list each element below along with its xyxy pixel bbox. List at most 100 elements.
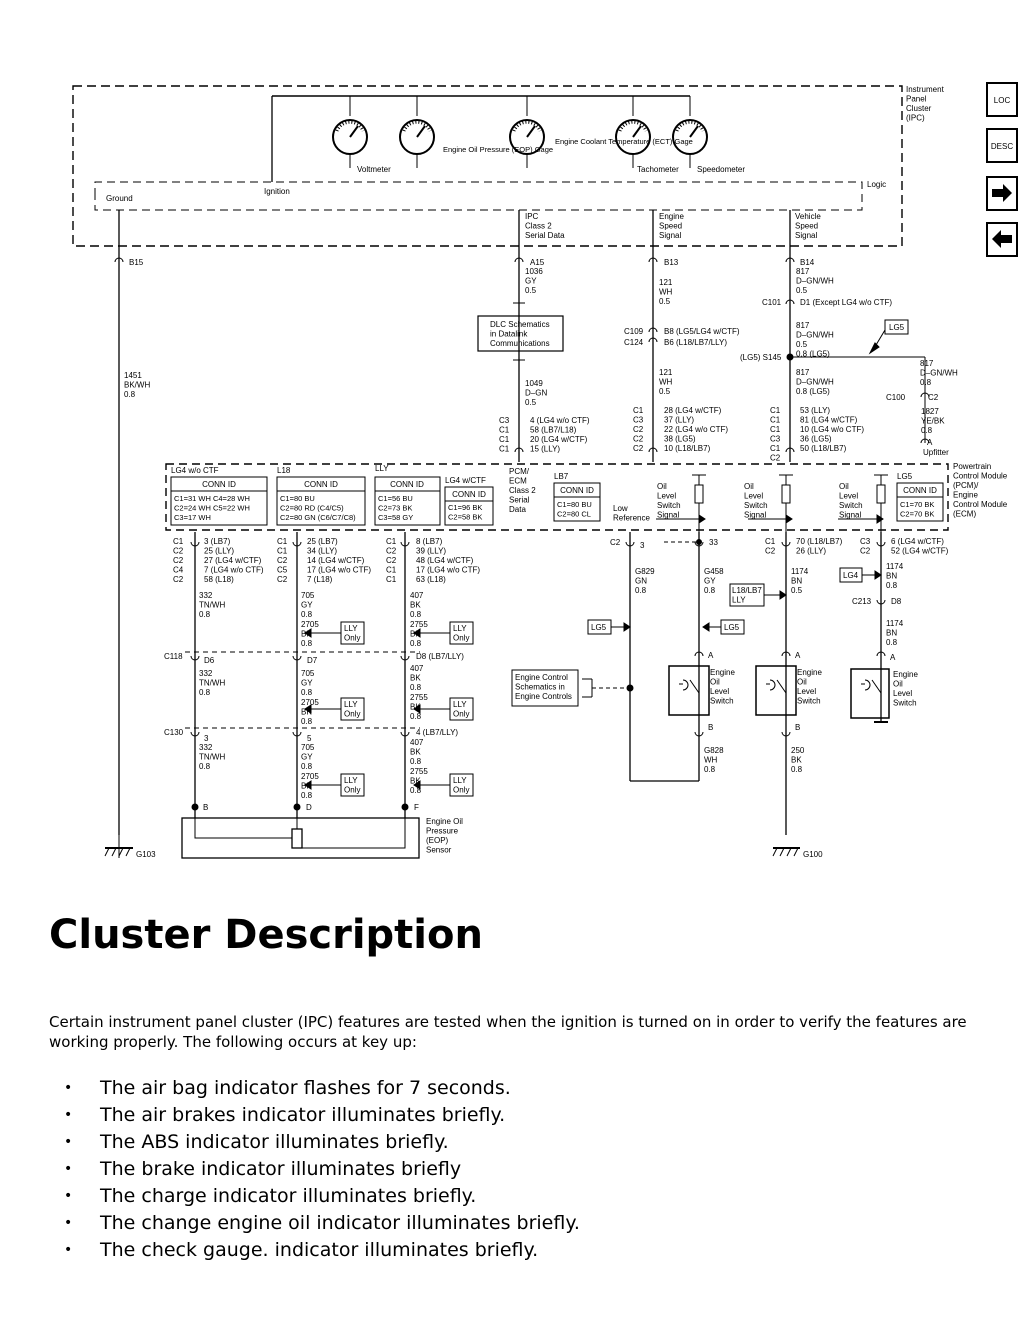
connector-label: C2 (928, 393, 939, 402)
option-tag: LG5 (889, 323, 905, 332)
arrow-right-icon[interactable] (992, 184, 1012, 202)
list-item: •The ABS indicator illuminates briefly. (49, 1129, 580, 1156)
connector-label: C2 (173, 556, 184, 565)
ground-label: G103 (136, 850, 156, 859)
wire-label: 0.8 (921, 426, 933, 435)
option-tag: LLY (732, 596, 746, 605)
variant-label: LG5 (897, 472, 913, 481)
pcm-title: (PCM)/ (953, 481, 979, 490)
oil-level-signal-label: Oil (744, 482, 754, 491)
pin-value: 39 (LLY) (416, 547, 446, 556)
gauge-label: Tachometer (637, 165, 679, 174)
low-ref-label: Reference (613, 514, 650, 523)
lly-only-tag: LLY (344, 624, 358, 633)
wire-label: 0.8 (124, 390, 136, 399)
wire-label: 0.5 (525, 286, 537, 295)
pcm-title: Engine (953, 491, 978, 500)
oil-level-signal-label: Switch (839, 501, 863, 510)
conn-id-row: C2=70 BK (900, 510, 934, 519)
lly-only-tag: Only (344, 786, 360, 795)
pin-value: 53 (LLY) (800, 406, 830, 415)
vehicle-speed-label: Signal (795, 231, 817, 240)
wire-label: 0.5 (796, 286, 808, 295)
dlc-box-label: DLC Schematics (490, 320, 550, 329)
pcm-class2-label: Serial (509, 496, 530, 505)
next-page-frame[interactable] (986, 176, 1018, 211)
wire-label: BK (410, 674, 421, 683)
pin-label: A (708, 651, 714, 660)
pin-value: 58 (LB7/L18) (530, 426, 577, 435)
pin-label: B (708, 723, 713, 732)
lly-only-tag: LLY (344, 776, 358, 785)
wire-label: 0.8 (410, 683, 422, 692)
wire-label: 0.8 (410, 757, 422, 766)
pcm-class2-label: Class 2 (509, 486, 536, 495)
conn-id-row: C1=96 BK (448, 503, 482, 512)
conn-id-row: C1=80 BU (280, 494, 315, 503)
ipc-title: Cluster (906, 104, 932, 113)
connector-label: C2 (277, 575, 288, 584)
wire-label: YE/BK (921, 417, 945, 426)
intro-paragraph: Certain instrument panel cluster (IPC) f… (49, 1013, 967, 1051)
lly-only-tag: LLY (453, 624, 467, 633)
conn-id-row: C2=80 CL (557, 510, 591, 519)
gauge-label: Engine Coolant Temperature (ECT) Gage (555, 137, 693, 146)
connector-label: C1 (277, 547, 288, 556)
pin-value: 63 (L18) (416, 575, 446, 584)
conn-id-header: CONN ID (903, 486, 937, 495)
pin-label: 3 (640, 541, 645, 550)
wire-label: 0.8 (704, 586, 716, 595)
wire-label: 1049 (525, 379, 543, 388)
lly-only-tag: LLY (453, 700, 467, 709)
wire-label: 0.8 (886, 581, 898, 590)
lly-only-tag: Only (344, 710, 360, 719)
switch-label: Engine (710, 668, 735, 677)
pin-value: 6 (LG4 w/CTF) (891, 537, 944, 546)
connector-label: C5 (277, 566, 288, 575)
wire-label: 332 (199, 743, 213, 752)
connector-label: C2 (633, 425, 644, 434)
wire-label: 0.8 (199, 762, 211, 771)
pin-value: 48 (LG4 w/CTF) (416, 556, 474, 565)
pin-label: B (795, 723, 800, 732)
pcm-class2-label: ECM (509, 477, 527, 486)
variant-label: LLY (375, 464, 389, 473)
list-item: •The check gauge. indicator illuminates … (49, 1237, 580, 1264)
wire-label: G458 (704, 567, 724, 576)
vehicle-speed-label: Vehicle (795, 212, 821, 221)
wire-label: 2705 (301, 620, 319, 629)
wire-label: 0.8 (199, 610, 211, 619)
connector-label: C1 (633, 406, 644, 415)
connector-label: C2 (633, 444, 644, 453)
class2-label: Class 2 (525, 222, 552, 231)
conn-id-header: CONN ID (452, 490, 486, 499)
wire-label: 705 (301, 743, 315, 752)
wire-label: 0.5 (791, 586, 803, 595)
wire-label: 705 (301, 591, 315, 600)
connector-label: C109 (624, 327, 644, 336)
list-item: •The change engine oil indicator illumin… (49, 1210, 580, 1237)
pin-value: 17 (LG4 w/o CTF) (416, 566, 480, 575)
prev-page-frame[interactable] (986, 222, 1018, 257)
conn-id-row: C3=17 WH (174, 513, 211, 522)
pin-value: 8 (LB7) (416, 537, 443, 546)
pcm-title: Control Module (953, 500, 1008, 509)
wire-label: 0.8 (301, 610, 313, 619)
connector-label: C130 (164, 728, 184, 737)
desc-button-frame[interactable] (986, 128, 1018, 163)
variant-label: LB7 (554, 472, 569, 481)
conn-id-row: C2=24 WH C5=22 WH (174, 504, 250, 513)
pin-value: 50 (L18/LB7) (800, 444, 847, 453)
pin-value: 70 (L18/LB7) (796, 537, 843, 546)
wire-label: 2705 (301, 698, 319, 707)
arrow-left-icon[interactable] (992, 230, 1012, 248)
loc-button-frame[interactable] (986, 82, 1018, 117)
wire-label: 0.8 (410, 610, 422, 619)
dlc-box-label: in Datalink (490, 330, 528, 339)
wire-label: 0.8 (199, 688, 211, 697)
variant-label: L18 (277, 466, 291, 475)
pin-value: 20 (LG4 w/CTF) (530, 435, 588, 444)
loc-button-label: LOC (994, 96, 1011, 105)
wire-label: TN/WH (199, 753, 225, 762)
connector-note: B6 (L18/LB7/LLY) (664, 338, 727, 347)
